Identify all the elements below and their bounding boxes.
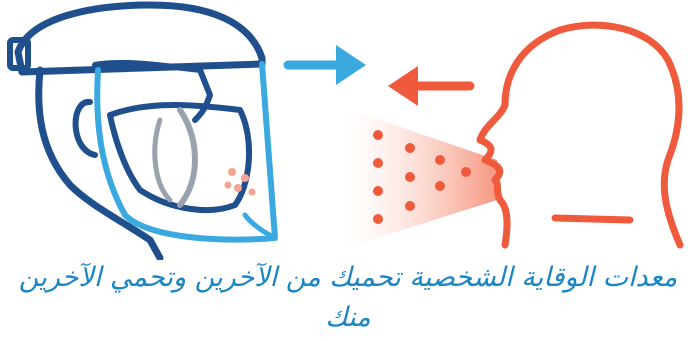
caption-line-1: معدات الوقاية الشخصية تحميك من الآخرين و… — [0, 262, 696, 294]
droplet-spray — [345, 108, 497, 248]
ear — [76, 102, 95, 155]
caption-line-2: منك — [0, 302, 696, 334]
speaking-person-figure — [480, 25, 680, 245]
illustration — [0, 0, 696, 260]
headband — [18, 5, 262, 58]
shielded-person-figure — [10, 5, 275, 258]
arrow-right-icon — [288, 45, 366, 85]
arrow-left-icon — [388, 66, 470, 106]
face-mask — [110, 105, 249, 210]
